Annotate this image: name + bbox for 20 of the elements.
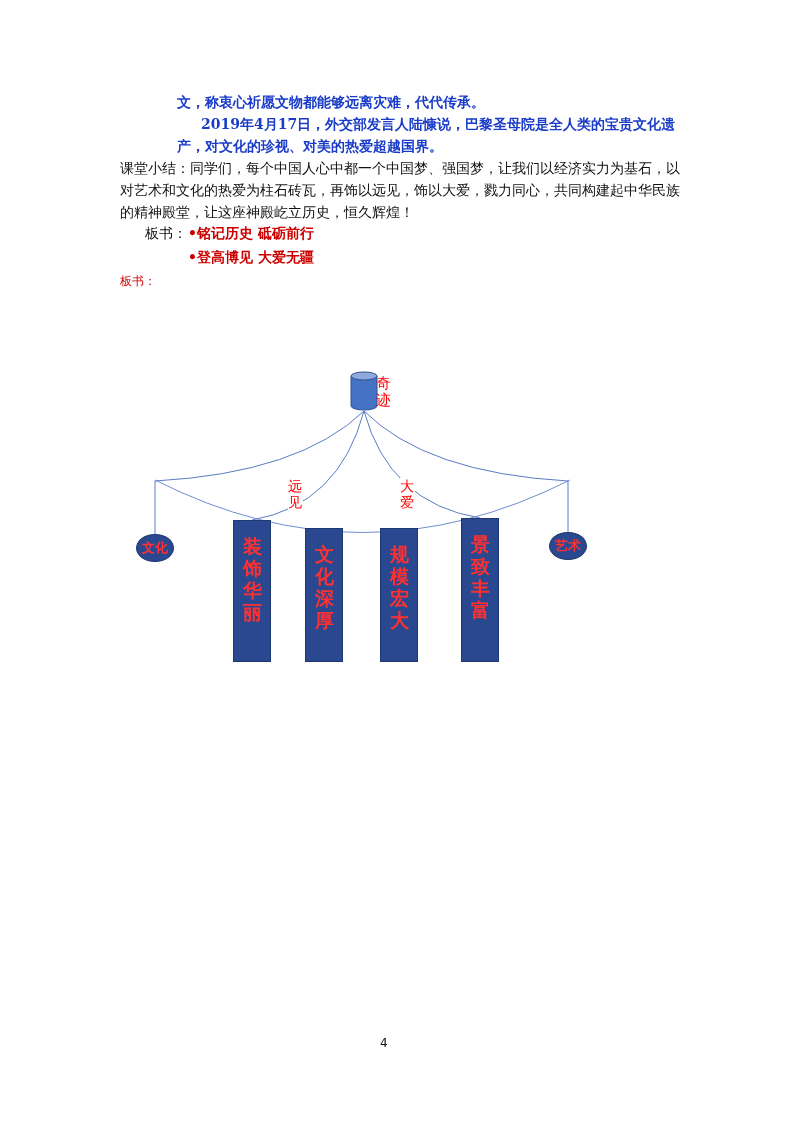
board-heading: 板书： <box>120 273 156 290</box>
paragraph-text: 2019年4月17日，外交部发言人陆慷说，巴黎圣母院是全人类的宝贵文化遗产，对文化的珍视、对美的热爱超越国界。 <box>177 115 677 156</box>
paragraph-text: 文，称衷心祈愿文物都能够远离灾难，代代传承。 <box>177 93 485 112</box>
edge-label: 大爱 <box>400 478 415 511</box>
summary-paragraph: 课堂小结：同学们，每个中国人心中都一个中国梦、强国梦，让我们以经济实力为基石，以对艺术和文化的热爱为柱石砖瓦，再饰以远见，饰以大爱，戮力同心，共同构建起中华民族的精神殿堂，让这座神殿屹立历史，恒久辉煌！ <box>120 159 680 222</box>
pillar-bar: 规模宏大 <box>380 528 418 662</box>
connector-line <box>363 410 481 519</box>
page-number: 4 <box>380 1035 388 1052</box>
board-point: •铭记历史 砥砺前行 <box>188 224 314 243</box>
connector-line <box>154 410 365 535</box>
pillar-bar: 装饰华丽 <box>233 520 271 662</box>
board-heading: 板书： <box>145 224 187 243</box>
pillar-bar: 文化深厚 <box>305 528 343 662</box>
board-point: •登高博见 大爱无疆 <box>188 248 314 267</box>
edge-label: 远见 <box>288 478 303 511</box>
connector-line <box>251 410 365 521</box>
connector-line <box>363 410 569 533</box>
circle-node: 文化 <box>136 534 174 562</box>
pillar-bar: 景致丰富 <box>461 518 499 662</box>
circle-node: 艺术 <box>549 532 587 560</box>
